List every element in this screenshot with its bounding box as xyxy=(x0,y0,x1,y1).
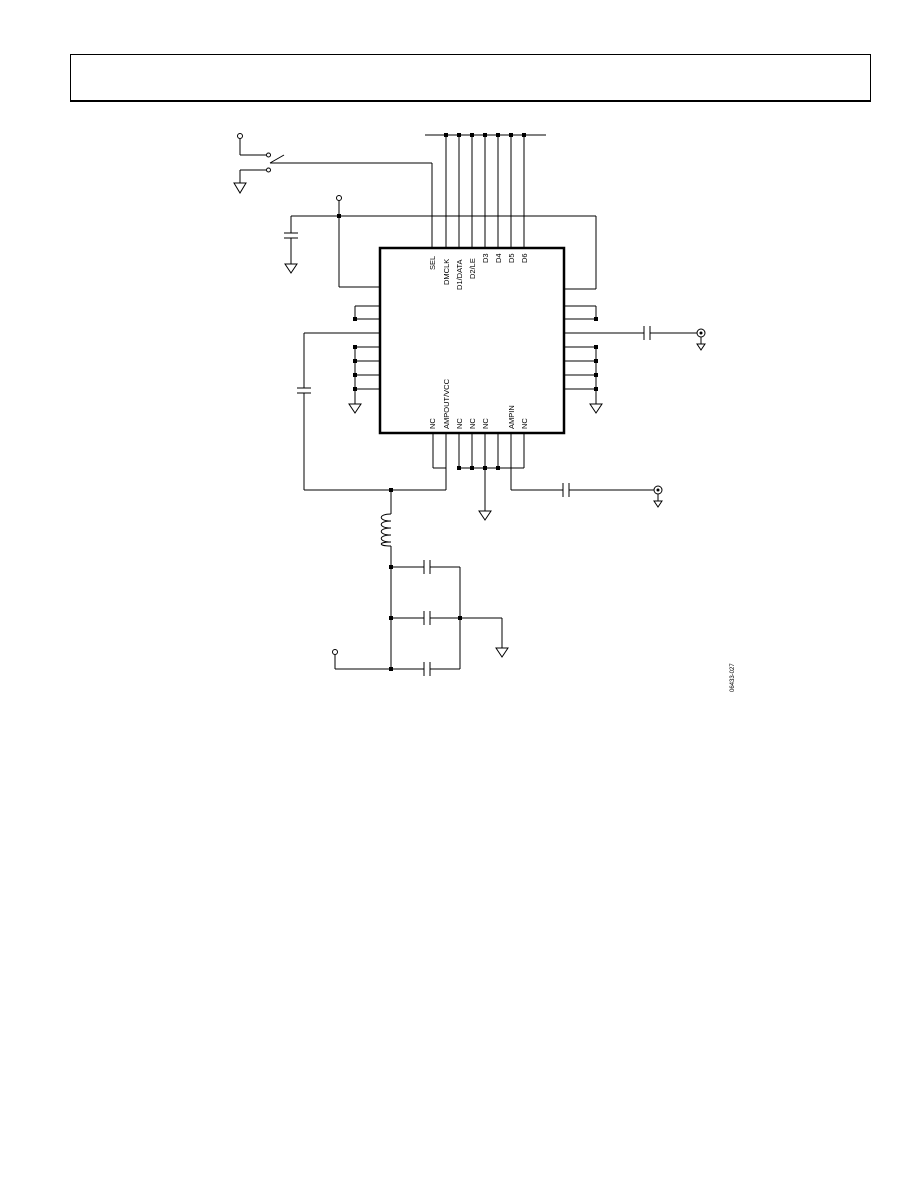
ground-icon xyxy=(233,182,247,194)
right-pins xyxy=(564,305,644,414)
pin-label-top: DMCLK xyxy=(442,259,451,285)
rf-input xyxy=(511,483,663,508)
pin-label-bottom: NC xyxy=(428,418,437,429)
bottom-pin-labels: NC AMPOUT/VCC NC NC NC AMPIN NC xyxy=(428,378,529,429)
pin-label-top: D1/DATA xyxy=(455,259,464,290)
pin-label-top: D4 xyxy=(494,253,503,263)
pin-label-top: D6 xyxy=(520,253,529,263)
ground-icon xyxy=(589,403,603,414)
ground-icon xyxy=(478,510,492,521)
pin-label-bottom: NC xyxy=(481,418,490,429)
supply-terminal-icon xyxy=(332,649,338,655)
pin-label-bottom: NC xyxy=(455,418,464,429)
supply-decoupling xyxy=(284,195,597,290)
pin-label-top: D3 xyxy=(481,253,490,263)
pin-label-top: D2/LE xyxy=(468,258,477,279)
pin-label-bottom: AMPIN xyxy=(507,405,516,429)
pin-label-top: D5 xyxy=(507,253,516,263)
left-pins xyxy=(304,305,380,414)
pin-label-bottom: NC xyxy=(520,418,529,429)
top-pin-labels: SEL DMCLK D1/DATA D2/LE D3 D4 D5 D6 xyxy=(428,253,529,290)
ground-icon xyxy=(696,343,706,351)
data-bus xyxy=(425,133,546,248)
ground-icon xyxy=(348,403,362,414)
header-frame xyxy=(70,54,871,102)
ground-icon xyxy=(284,263,298,274)
ground-icon xyxy=(495,647,509,658)
figure-id: 06433-027 xyxy=(730,663,736,692)
pin-label-bottom: NC xyxy=(468,418,477,429)
ground-icon xyxy=(653,500,663,508)
select-switch xyxy=(233,133,433,248)
rf-output xyxy=(643,326,706,351)
pin-label-top: SEL xyxy=(428,256,437,270)
bias-network xyxy=(332,490,509,676)
pin-label-bottom: AMPOUT/VCC xyxy=(442,378,451,429)
bottom-pins xyxy=(432,433,525,521)
inductor-icon xyxy=(380,513,392,547)
feedback-capacitor xyxy=(297,333,446,492)
